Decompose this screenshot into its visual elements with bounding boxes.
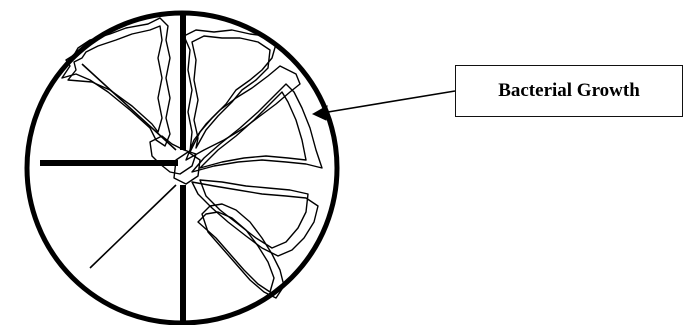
growth-streak-upper-right: [184, 30, 276, 152]
callout-line: [322, 91, 455, 113]
growth-streak-lower-right: [192, 182, 318, 256]
bacterial-growth-streaks: [62, 18, 322, 298]
dish-sector-dividers: [40, 15, 183, 322]
thin-divider-lower-left: [90, 185, 176, 268]
callout-label: Bacterial Growth: [498, 80, 640, 102]
callout-arrowhead: [313, 106, 327, 120]
growth-center-tangle: [150, 136, 196, 174]
callout-pointer: [313, 91, 455, 120]
callout-label-box: Bacterial Growth: [455, 65, 683, 117]
growth-streak-right: [192, 84, 322, 172]
